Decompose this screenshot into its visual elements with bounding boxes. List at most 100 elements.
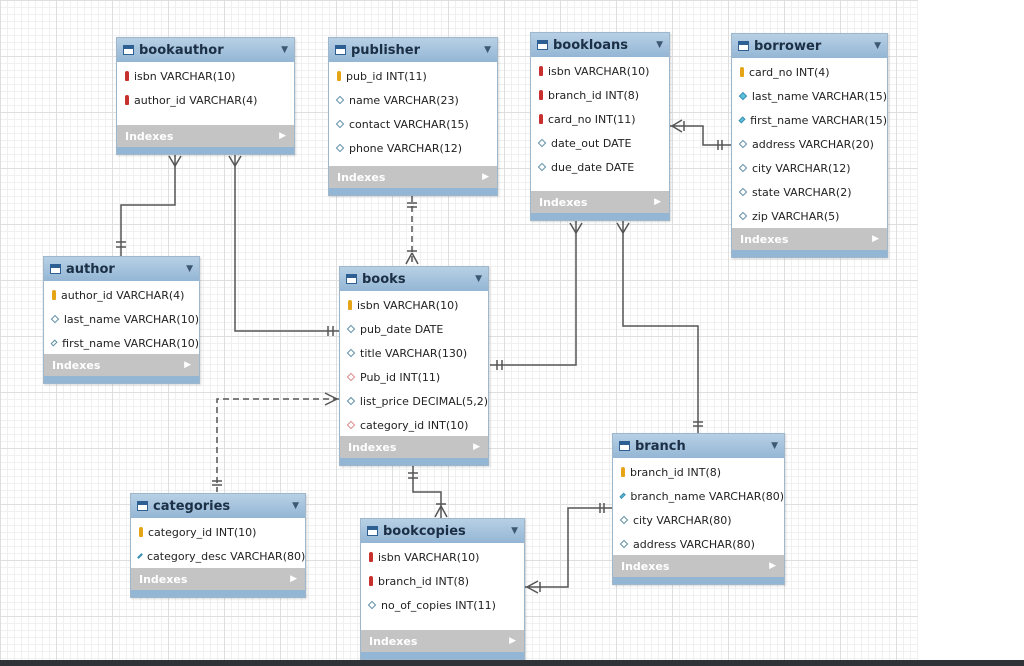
table-bookcopies[interactable]: bookcopies ▼ isbn VARCHAR(10) branch_id … [360,518,525,660]
table-author[interactable]: author ▼ author_id VARCHAR(4) last_name … [43,256,200,384]
expand-caret-icon[interactable]: ▼ [874,41,881,51]
indexes-section[interactable]: Indexes▶ [732,228,887,250]
table-publisher[interactable]: publisher ▼ pub_id INT(11) name VARCHAR(… [328,37,498,196]
column-row[interactable]: category_id INT(10) [131,520,305,544]
column-row[interactable]: first_name VARCHAR(10) [44,331,199,355]
column-row[interactable]: list_price DECIMAL(5,2) [340,389,488,413]
column-row[interactable]: category_desc VARCHAR(80) [131,544,305,568]
column-row[interactable]: name VARCHAR(23) [329,88,497,112]
column-row[interactable]: pub_date DATE [340,317,488,341]
expand-arrow-icon[interactable]: ▶ [509,636,516,646]
table-categories[interactable]: categories ▼ category_id INT(10) categor… [130,493,306,598]
column-row[interactable]: author_id VARCHAR(4) [44,283,199,307]
table-header[interactable]: bookauthor ▼ [117,38,294,62]
column-row[interactable]: due_date DATE [531,155,669,179]
expand-arrow-icon[interactable]: ▶ [290,574,297,584]
table-header[interactable]: publisher ▼ [329,38,497,62]
table-borrower[interactable]: borrower ▼ card_no INT(4) last_name VARC… [731,33,888,258]
column-row[interactable]: isbn VARCHAR(10) [340,293,488,317]
rel-branch-bookcopies[interactable] [525,507,612,588]
table-header[interactable]: books ▼ [340,267,488,291]
column-row[interactable]: phone VARCHAR(12) [329,136,497,160]
expand-arrow-icon[interactable]: ▶ [769,561,776,571]
column-row[interactable]: first_name VARCHAR(15) [732,108,887,132]
table-bookauthor[interactable]: bookauthor ▼ isbn VARCHAR(10) author_id … [116,37,295,155]
table-header[interactable]: borrower ▼ [732,34,887,58]
column-row[interactable]: address VARCHAR(80) [613,532,784,556]
column-row[interactable]: branch_id INT(8) [361,569,524,593]
column-label: isbn VARCHAR(10) [378,550,480,564]
expand-arrow-icon[interactable]: ▶ [473,442,480,452]
table-name: categories [153,498,231,514]
many-marker [575,222,583,234]
rel-books-categories[interactable] [216,398,339,492]
indexes-section[interactable]: Indexes▶ [361,630,524,652]
column-row[interactable]: branch_name VARCHAR(80) [613,484,784,508]
expand-caret-icon[interactable]: ▼ [771,441,778,451]
table-header[interactable]: author ▼ [44,257,199,281]
expand-arrow-icon[interactable]: ▶ [654,197,661,207]
column-row[interactable]: city VARCHAR(12) [732,156,887,180]
column-row[interactable]: date_out DATE [531,131,669,155]
table-bookloans[interactable]: bookloans ▼ isbn VARCHAR(10) branch_id I… [530,32,670,221]
column-row[interactable]: state VARCHAR(2) [732,180,887,204]
rel-books-bookcopies[interactable] [412,466,442,518]
table-header[interactable]: bookloans ▼ [531,33,669,57]
expand-caret-icon[interactable]: ▼ [292,501,299,511]
expand-arrow-icon[interactable]: ▶ [279,131,286,141]
column-row[interactable]: address VARCHAR(20) [732,132,887,156]
expand-arrow-icon[interactable]: ▶ [872,234,879,244]
expand-arrow-icon[interactable]: ▶ [184,360,191,370]
expand-caret-icon[interactable]: ▼ [475,274,482,284]
table-header[interactable]: categories ▼ [131,494,305,518]
expand-caret-icon[interactable]: ▼ [484,45,491,55]
expand-caret-icon[interactable]: ▼ [186,264,193,274]
rel-bookauthor-author[interactable] [120,154,176,256]
expand-caret-icon[interactable]: ▼ [511,526,518,536]
indexes-section[interactable]: Indexes ▶ [117,125,294,147]
column-row[interactable]: pub_id INT(11) [329,64,497,88]
rel-bookloans-borrower[interactable] [670,125,731,146]
column-row[interactable]: Pub_id INT(11) [340,365,488,389]
column-row[interactable]: branch_id INT(8) [613,460,784,484]
column-row[interactable]: last_name VARCHAR(15) [732,84,887,108]
rel-bookloans-books[interactable] [490,221,577,366]
indexes-section[interactable]: Indexes▶ [340,436,488,458]
table-header[interactable]: bookcopies ▼ [361,519,524,543]
table-header[interactable]: branch ▼ [613,434,784,458]
column-row[interactable]: title VARCHAR(130) [340,341,488,365]
column-row[interactable]: category_id INT(10) [340,413,488,437]
table-icon [335,45,346,55]
column-row[interactable]: branch_id INT(8) [531,83,669,107]
table-footer [329,188,497,195]
indexes-label: Indexes [125,129,174,143]
column-row[interactable]: isbn VARCHAR(10) [117,64,294,88]
column-row[interactable]: contact VARCHAR(15) [329,112,497,136]
column-row[interactable]: last_name VARCHAR(10) [44,307,199,331]
expand-caret-icon[interactable]: ▼ [656,40,663,50]
fk-column-icon [346,420,356,430]
table-books[interactable]: books ▼ isbn VARCHAR(10) pub_date DATE t… [339,266,489,466]
indexes-section[interactable]: Indexes▶ [613,555,784,577]
column-row[interactable]: author_id VARCHAR(4) [117,88,294,112]
indexes-section[interactable]: Indexes▶ [44,354,199,376]
column-row[interactable]: card_no INT(11) [531,107,669,131]
column-row[interactable]: isbn VARCHAR(10) [531,59,669,83]
table-branch[interactable]: branch ▼ branch_id INT(8) branch_name VA… [612,433,785,585]
rel-bookloans-branch[interactable] [622,221,699,433]
expand-caret-icon[interactable]: ▼ [281,45,288,55]
column-row[interactable]: no_of_copies INT(11) [361,593,524,617]
indexes-section[interactable]: Indexes▶ [531,191,669,213]
table-footer [732,250,887,257]
column-row[interactable]: city VARCHAR(80) [613,508,784,532]
column-icon [738,211,748,221]
expand-arrow-icon[interactable]: ▶ [482,172,489,182]
column-row[interactable]: zip VARCHAR(5) [732,204,887,228]
many-marker [234,155,242,167]
column-row[interactable]: isbn VARCHAR(10) [361,545,524,569]
indexes-section[interactable]: Indexes▶ [131,568,305,590]
indexes-section[interactable]: Indexes▶ [329,166,497,188]
column-row[interactable]: card_no INT(4) [732,60,887,84]
rel-bookauthor-books[interactable] [234,154,339,332]
column-label: first_name VARCHAR(10) [62,336,199,350]
